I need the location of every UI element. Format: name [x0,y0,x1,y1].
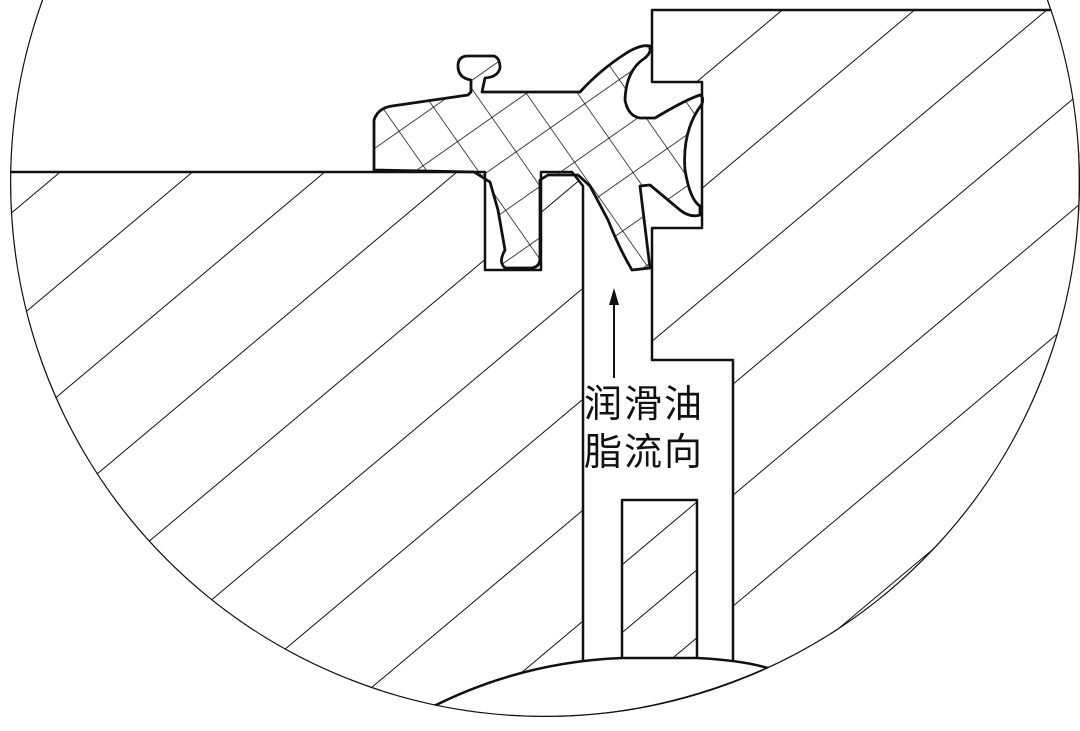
left-housing-block [10,170,585,717]
grease-flow-label-line2: 脂流向 [584,430,705,474]
lip-seal [372,44,705,272]
flow-arrow-head [609,288,619,305]
grease-flow-label-line1: 润滑油 [584,382,705,426]
channel-insert [620,498,699,662]
right-shaft-block [650,8,1080,717]
